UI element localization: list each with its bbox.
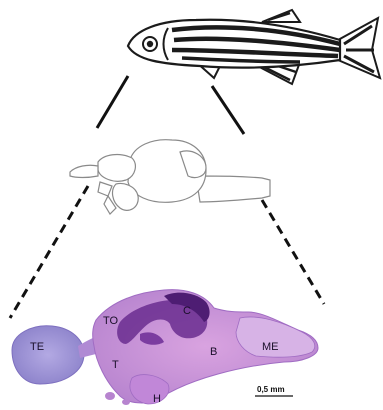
label-t: T xyxy=(112,359,119,371)
fish-tail-fin xyxy=(338,18,380,78)
label-te: TE xyxy=(30,341,44,353)
label-c: C xyxy=(183,305,191,317)
brain-outline-drawing xyxy=(70,140,270,214)
brain-olfactory-outline xyxy=(70,165,98,177)
label-me: ME xyxy=(262,341,279,353)
label-to: TO xyxy=(103,315,119,327)
brain-telencephalon-outline xyxy=(98,155,135,182)
connector-dashed-right xyxy=(262,200,324,304)
label-b: B xyxy=(210,346,217,358)
brain-hindbrain-outline xyxy=(196,176,270,202)
connector-solid-left xyxy=(97,76,128,128)
scale-bar-label: 0,5 mm xyxy=(257,385,285,394)
label-h: H xyxy=(153,393,161,405)
fish-pupil xyxy=(147,41,153,47)
scale-bar: 0,5 mm xyxy=(255,385,293,396)
section-te-lobe xyxy=(12,326,84,384)
connector-dashed-left xyxy=(10,186,88,318)
zebrafish-illustration xyxy=(128,10,380,84)
connector-solid-right xyxy=(212,86,244,134)
